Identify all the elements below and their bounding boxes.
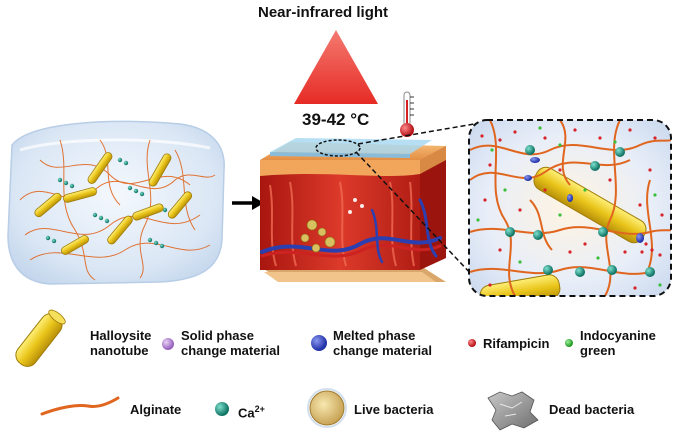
dead-bacteria-label: Dead bacteria xyxy=(549,402,635,417)
thermometer-icon xyxy=(400,91,414,137)
alginate-label: Alginate xyxy=(130,402,182,417)
nir-light-beam xyxy=(294,30,378,104)
solid-pcm-icon xyxy=(162,338,174,350)
alginate-icon xyxy=(40,396,120,416)
gel-calcium-beads xyxy=(45,157,174,249)
zoom-callout-lines xyxy=(355,123,491,295)
solid-pcm-label: Solid phase change material xyxy=(181,328,280,358)
legend-icons xyxy=(15,309,573,431)
calcium-label: Ca2+ xyxy=(238,402,265,420)
calcium-icon xyxy=(215,402,229,416)
hydrogel-block xyxy=(7,120,225,285)
process-arrow xyxy=(232,196,264,210)
rifampicin-icon xyxy=(468,339,476,347)
calcium-base-text: Ca xyxy=(238,405,255,421)
rifampicin-label: Rifampicin xyxy=(483,336,550,351)
melted-pcm-icon xyxy=(311,335,327,351)
temperature-label: 39-42 °C xyxy=(302,110,370,129)
live-bacteria-label: Live bacteria xyxy=(354,402,434,417)
dead-bacteria-icon xyxy=(487,391,539,431)
nir-light-label: Near-infrared light xyxy=(258,4,389,21)
indocyanine-icon xyxy=(565,339,573,347)
gel-nanotubes xyxy=(34,152,193,255)
zoom-panel xyxy=(468,119,672,297)
halloysite-label: Halloysite nanotube xyxy=(90,328,152,358)
melted-pcm-label: Melted phase change material xyxy=(333,328,432,358)
skin-tissue-block xyxy=(260,138,446,282)
live-bacteria-icon xyxy=(307,388,347,428)
halloysite-nanotube-icon xyxy=(15,309,66,367)
calcium-charge-text: 2+ xyxy=(254,404,265,414)
indocyanine-label: Indocyanine green xyxy=(580,328,656,358)
